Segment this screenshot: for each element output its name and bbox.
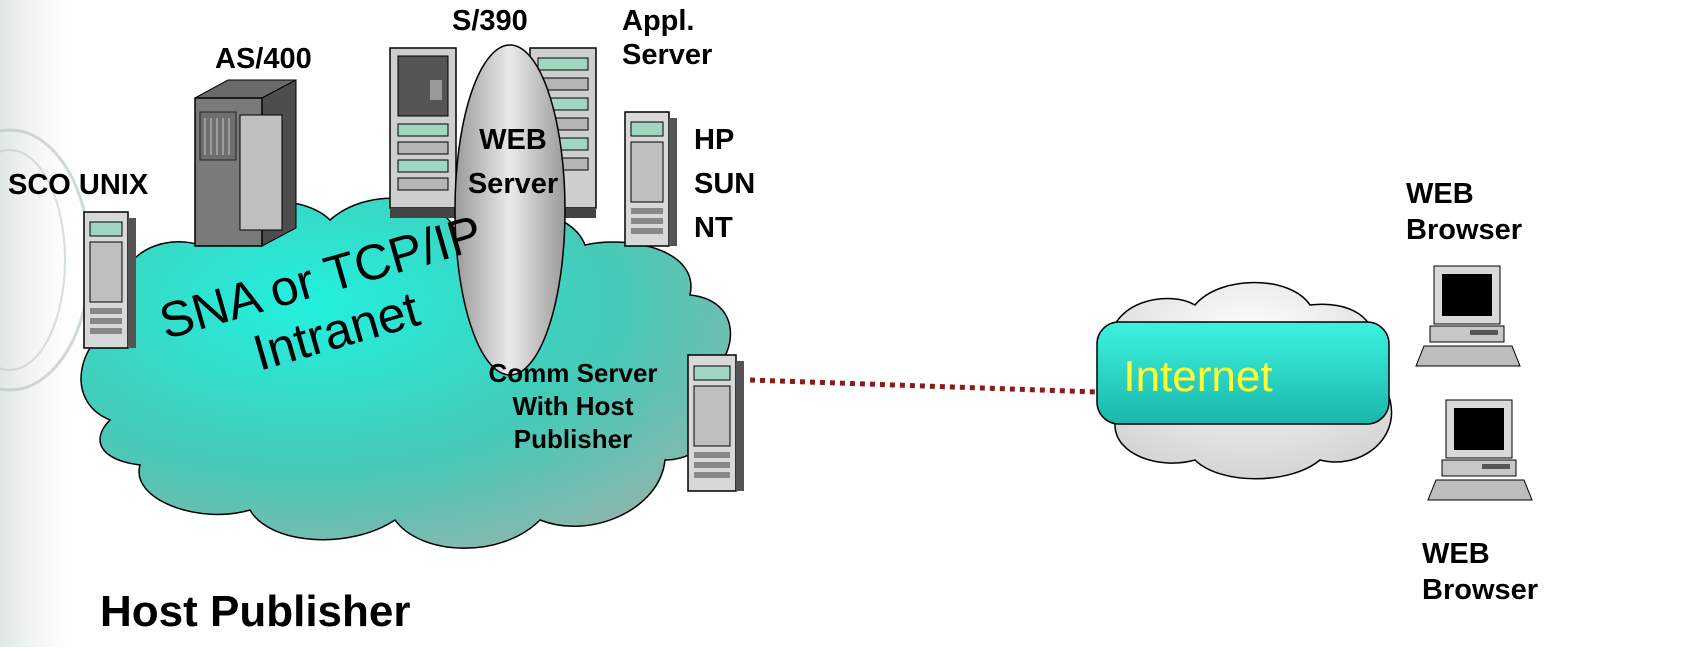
comm-server-icon (687, 354, 744, 492)
comm-server-label: Comm Server With Host Publisher (460, 357, 686, 456)
background-decoration (0, 0, 92, 647)
page-title: Host Publisher (100, 587, 411, 636)
web-server-label-line2: Server (467, 168, 559, 200)
unix-nt-server-icon (624, 111, 677, 247)
web-server-oval (454, 44, 566, 376)
comm-server-label-line1: Comm Server (488, 358, 658, 388)
nt-label: NT (694, 212, 733, 244)
as400-server-icon (194, 79, 297, 247)
s390-server-icon (389, 47, 457, 218)
comm-server-label-line2: With Host (512, 391, 634, 421)
web-browser-pc-icon-1 (1415, 265, 1521, 367)
appl-server-label-line1: Appl. (622, 5, 695, 37)
appl-server-label-line2: Server (622, 39, 713, 71)
web-server-label: WEB Server (458, 118, 568, 206)
s390-label: S/390 (452, 5, 528, 37)
appl-server-label: Appl. Server (622, 4, 712, 72)
internet-label: Internet (1123, 352, 1273, 401)
sco-unix-label: SCO UNIX (8, 169, 149, 201)
network-link (749, 377, 1099, 395)
comm-server-label-line3: Publisher (513, 424, 633, 454)
sco-unix-server-icon (83, 211, 136, 349)
web-browser-label-1: WEB Browser (1406, 176, 1522, 248)
web-browser-label-2-line1: WEB (1422, 538, 1490, 570)
web-browser-pc-icon-2 (1427, 399, 1533, 501)
internet-cloud (1096, 281, 1393, 480)
sun-label: SUN (694, 168, 756, 200)
web-browser-label-2-line2: Browser (1422, 574, 1539, 606)
as400-label: AS/400 (215, 43, 312, 75)
hp-label: HP (694, 124, 735, 156)
web-browser-label-1-line1: WEB (1406, 178, 1474, 210)
platforms-label: HP SUN NT (694, 118, 755, 250)
web-browser-label-1-line2: Browser (1406, 214, 1523, 246)
web-browser-label-2: WEB Browser (1422, 536, 1538, 608)
web-server-label-line1: WEB (479, 124, 547, 156)
